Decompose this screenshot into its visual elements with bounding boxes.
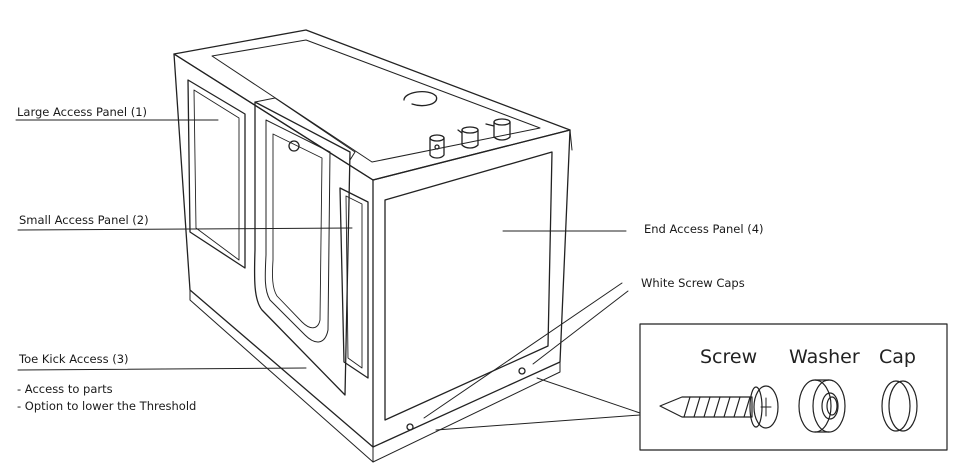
hardware-inset-box [639,323,948,451]
small-access-panel-shape [339,187,369,379]
small-access-panel-label: Small Access Panel (2) [19,213,149,227]
faucets [403,90,511,159]
large-access-panel-shape [187,79,246,269]
cap-illustration [881,380,918,432]
cap-label: Cap [879,346,916,368]
washer-label: Washer [789,346,860,368]
washer-illustration [798,379,846,433]
screw-illustration [659,385,779,429]
note-lower-threshold: - Option to lower the Threshold [17,399,197,413]
note-access-parts: - Access to parts [17,382,113,396]
screw-cap-right [518,367,526,375]
screw-cap-left [406,423,414,431]
end-access-panel-label: End Access Panel (4) [644,222,764,236]
tub-body [173,29,573,463]
large-access-panel-label: Large Access Panel (1) [17,105,148,119]
white-screw-caps-label: White Screw Caps [641,276,745,290]
door-shape [253,97,356,396]
toe-kick-access-label: Toe Kick Access (3) [19,352,129,366]
leader-lines [15,119,641,431]
screw-label: Screw [700,346,758,368]
end-access-panel-shape [384,151,553,421]
